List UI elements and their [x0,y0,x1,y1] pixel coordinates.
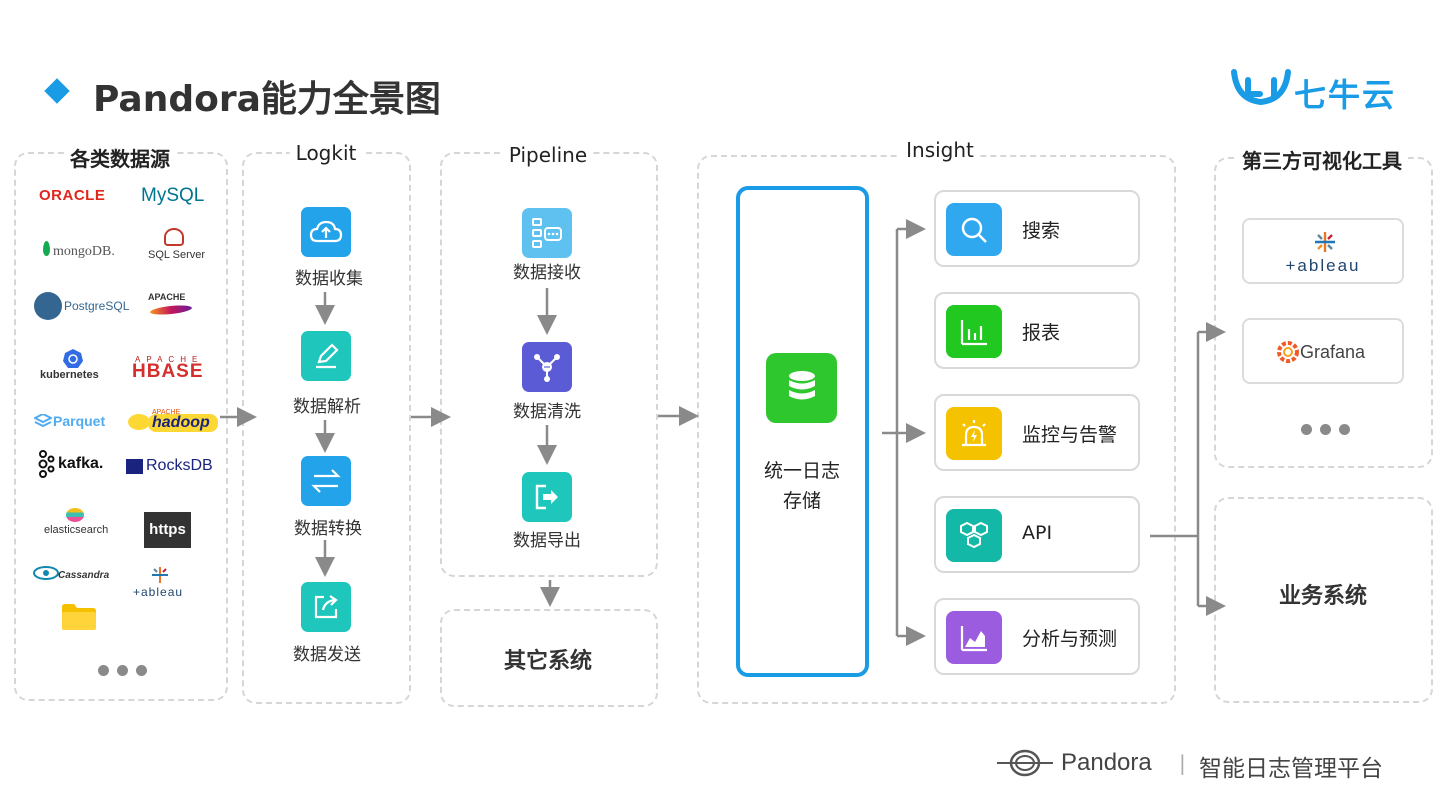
source-rocksdb: RocksDB [146,457,213,474]
pen-icon [301,331,351,381]
alarm-light-icon [946,407,1002,460]
source-hbase-apache: APACHE [135,355,204,364]
source-oracle: ORACLE [39,187,106,204]
search-icon [946,203,1002,256]
postgresql-elephant-icon [34,292,62,320]
card-report: 报表 [934,292,1140,369]
logkit-title: Logkit [289,141,363,165]
source-https: https [144,512,191,548]
kubernetes-wheel-icon [63,349,83,368]
rocksdb-icon [126,459,143,474]
sources-title: 各类数据源 [64,143,176,172]
source-mongodb: mongoDB. [53,244,115,259]
source-kubernetes: kubernetes [40,369,99,381]
qiniu-bull-icon [1231,69,1291,106]
sqlserver-logo-icon [164,228,184,246]
hadoop-elephant-icon [128,414,150,430]
source-postgresql: PostgreSQL [64,299,130,313]
storage-box [736,186,869,677]
upload-cloud-icon [301,207,351,257]
database-icon [766,353,837,423]
other-systems-panel [440,609,658,707]
source-mysql: MySQL [141,185,205,206]
business-label: 业务系统 [1278,584,1368,609]
receive-list-icon [522,208,572,258]
grafana-gear-icon [1277,341,1299,363]
source-cassandra: Cassandra [58,570,110,581]
source-hadoop: hadoop [148,414,218,432]
source-parquet: Parquet [53,413,106,429]
export-door-icon [522,472,572,522]
card-monitor: 监控与告警 [934,394,1140,471]
mongodb-leaf-icon [43,241,50,256]
logkit-step-send: 数据发送 [293,645,361,665]
source-hbase: HBASE [132,361,204,382]
sources-more-dots-icon [98,665,147,676]
swap-arrows-icon [301,456,351,506]
area-chart-icon [946,611,1002,664]
card-api-label: API [1022,522,1053,544]
pipeline-step-receive: 数据接收 [513,263,581,283]
third-party-more-dots-icon [1301,424,1350,435]
elasticsearch-icon [66,508,84,522]
bar-chart-icon [946,305,1002,358]
logkit-step-transform: 数据转换 [294,519,362,539]
cassandra-eye-icon [33,566,59,580]
source-apache-label: APACHE [148,292,186,302]
source-hadoop-apache: APACHE [152,409,181,416]
card-search: 搜索 [934,190,1140,267]
tool-grafana-label: Grafana [1300,342,1366,362]
footer-separator: | [1179,751,1186,775]
api-hexagons-icon [946,509,1002,562]
source-kafka: kafka. [58,455,104,472]
tableau-cross-icon [1315,232,1335,252]
third-party-title: 第三方可视化工具 [1236,145,1408,174]
share-out-icon [301,582,351,632]
footer-product: Pandora [1061,749,1152,776]
pandora-ring-icon [997,749,1053,777]
pipeline-step-clean: 数据清洗 [513,402,581,422]
other-systems-label: 其它系统 [503,649,593,674]
logkit-step-parse: 数据解析 [293,397,361,417]
brand-name: 七牛云 [1294,76,1397,114]
footer-tagline: 智能日志管理平台 [1199,756,1383,782]
page-title: Pandora能力全景图 [93,79,441,120]
kafka-nodes-icon [38,450,55,478]
hub-nodes-icon [522,342,572,392]
pipeline-step-export: 数据导出 [513,531,581,551]
tool-tableau-label: +ableau [1285,256,1361,275]
folder-icon [62,604,96,630]
card-monitor-label: 监控与告警 [1022,424,1118,446]
card-report-label: 报表 [1022,322,1061,344]
card-analysis: 分析与预测 [934,598,1140,675]
card-search-label: 搜索 [1022,220,1061,242]
logkit-step-collect: 数据收集 [295,269,363,289]
tableau-cross-icon [152,567,168,583]
insight-title: Insight [900,138,980,162]
tool-tableau: +ableau [1242,218,1404,284]
card-api: API [934,496,1140,573]
tool-grafana: Grafana [1242,318,1404,384]
card-analysis-label: 分析与预测 [1022,628,1118,650]
storage-label: 统一日志存储 [763,460,840,512]
source-sqlserver: SQL Server [148,249,206,261]
parquet-icon [34,414,52,428]
pipeline-title: Pipeline [502,143,594,167]
source-tableau: +ableau [133,585,184,599]
source-elasticsearch: elasticsearch [44,524,109,536]
